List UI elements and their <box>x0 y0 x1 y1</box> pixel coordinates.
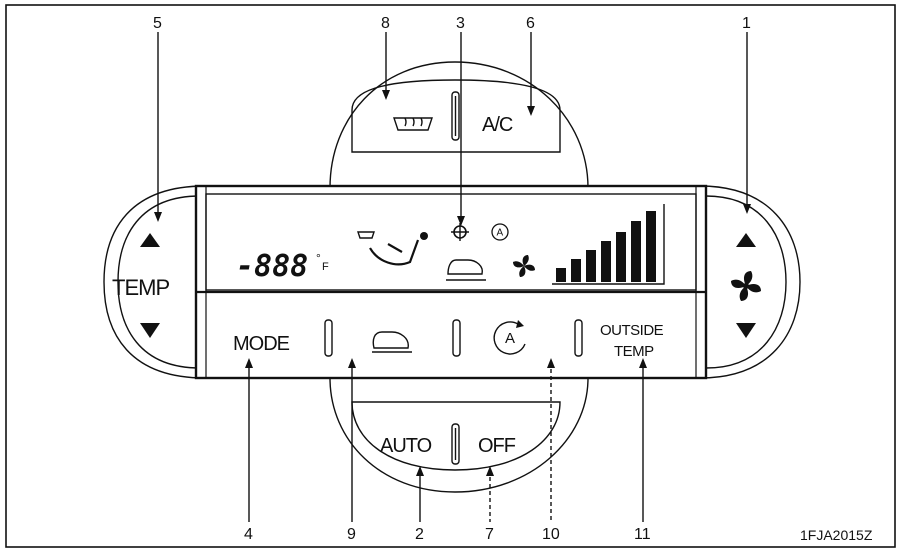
top-lobe <box>329 61 589 189</box>
temperature-unit: ° <box>316 251 321 265</box>
auto-off-indicator-lamp <box>451 423 460 465</box>
ac-button[interactable]: A/C <box>482 114 514 136</box>
callout-10: 10 <box>542 526 560 543</box>
outside-temp-button-line1[interactable]: OUTSIDE <box>600 322 664 339</box>
fan-up-arrow-icon[interactable] <box>736 233 756 247</box>
front-defrost-icon <box>393 117 433 131</box>
top-button-housing <box>351 79 561 153</box>
off-button[interactable]: OFF <box>478 435 517 457</box>
auto-recirculation-icon: A <box>491 223 509 241</box>
fan-bar-6 <box>631 221 641 282</box>
auto-intake-button[interactable]: A <box>493 320 526 355</box>
temp-up-arrow-icon[interactable] <box>140 233 160 247</box>
auto-intake-indicator-lamp <box>574 319 583 357</box>
callout-11: 11 <box>634 526 651 543</box>
fan-down-arrow-icon[interactable] <box>736 323 756 338</box>
callout-6: 6 <box>526 15 535 32</box>
fan-bar-3 <box>586 250 596 282</box>
ac-indicator-lamp <box>451 91 460 141</box>
fan-bar-4 <box>601 241 611 282</box>
auto-intake-icon <box>493 321 526 355</box>
recirculation-button[interactable] <box>372 331 412 353</box>
temp-label: TEMP <box>112 275 169 300</box>
callout-leaders <box>154 32 751 522</box>
bottom-lobe <box>329 377 589 493</box>
fan-speed-icon <box>731 271 761 301</box>
fan-bar-1 <box>556 268 566 282</box>
callout-7: 7 <box>485 526 494 543</box>
right-lobe <box>699 185 801 379</box>
callout-5: 5 <box>153 15 162 32</box>
svg-text:A: A <box>505 330 515 347</box>
callout-8: 8 <box>381 15 390 32</box>
fan-bar-7 <box>646 211 656 282</box>
svg-text:A: A <box>497 228 504 239</box>
fan-bar-5 <box>616 232 626 282</box>
fan-display-icon <box>513 255 535 277</box>
recirculation-icon <box>372 331 409 349</box>
callout-2: 2 <box>415 526 424 543</box>
mode-indicator-lamp <box>324 319 333 357</box>
seat-airflow-icon <box>357 231 428 266</box>
temperature-unit-alt: F <box>322 261 329 273</box>
callout-4: 4 <box>244 526 253 543</box>
figure-code: 1FJA2015Z <box>800 527 873 543</box>
temperature-display: -888 <box>236 249 308 284</box>
mode-button[interactable]: MODE <box>233 333 291 355</box>
ac-compressor-icon <box>451 223 469 241</box>
auto-button[interactable]: AUTO <box>380 435 433 457</box>
figure-frame <box>5 4 896 548</box>
bottom-button-housing <box>351 401 561 471</box>
fan-bar-2 <box>571 259 581 282</box>
defrost-button[interactable] <box>393 117 433 131</box>
outside-temp-button-line2[interactable]: TEMP <box>614 343 655 360</box>
left-lobe <box>103 185 206 379</box>
fan-bars-frame <box>552 204 665 285</box>
callout-3: 3 <box>456 15 465 32</box>
left-lobe-inner <box>117 195 201 369</box>
temp-down-arrow-icon[interactable] <box>140 323 160 338</box>
fan-speed-bars <box>552 204 665 285</box>
callout-1: 1 <box>742 15 751 32</box>
recirculation-indicator-lamp <box>452 319 461 357</box>
callout-9: 9 <box>347 526 356 543</box>
recirculation-display-icon <box>446 259 486 281</box>
